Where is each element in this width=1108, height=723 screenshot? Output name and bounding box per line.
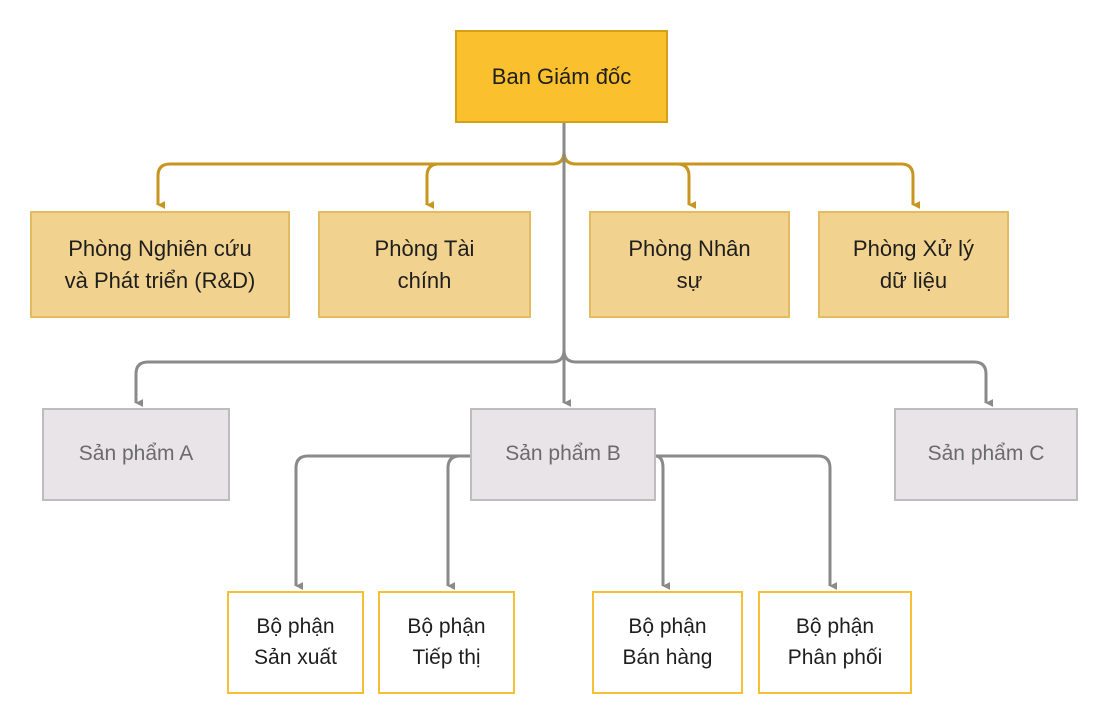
connector-root-to-product-c	[562, 122, 994, 407]
connector-product-b-to-distribution	[655, 454, 838, 590]
node-dept-finance: Phòng Tài chính	[318, 211, 531, 318]
node-unit-marketing: Bộ phận Tiếp thị	[378, 591, 515, 694]
connector-product-b-to-production	[294, 454, 470, 590]
node-dept-data-processing: Phòng Xử lý dữ liệu	[818, 211, 1009, 318]
connector-product-b-to-marketing	[446, 454, 470, 590]
node-product-b: Sản phẩm B	[470, 408, 656, 501]
node-dept-rnd: Phòng Nghiên cứu và Phát triển (R&D)	[30, 211, 290, 318]
connector-root-to-finance	[425, 122, 566, 209]
node-product-a: Sản phẩm A	[42, 408, 230, 501]
node-unit-distribution: Bộ phận Phân phối	[758, 591, 912, 694]
node-unit-sales: Bộ phận Bán hàng	[592, 591, 743, 694]
connector-product-b-to-sales	[654, 454, 671, 590]
node-board-of-directors: Ban Giám đốc	[455, 30, 668, 123]
node-product-c: Sản phẩm C	[894, 408, 1078, 501]
connector-root-to-data	[562, 122, 921, 209]
node-unit-production: Bộ phận Sản xuất	[227, 591, 364, 694]
node-dept-hr: Phòng Nhân sự	[589, 211, 790, 318]
